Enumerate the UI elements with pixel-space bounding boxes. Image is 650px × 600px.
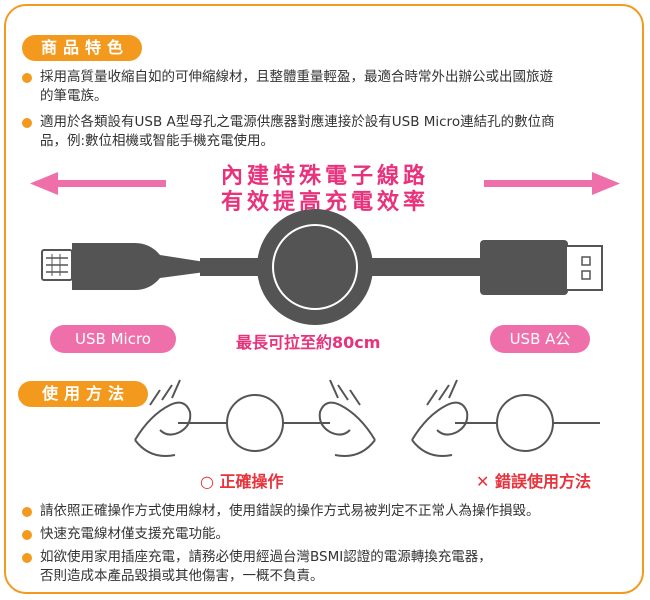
headline-line1: 內建特殊電子線路: [220, 164, 429, 189]
usage-note-text: 快速充電線材僅支援充電功能。: [40, 526, 229, 542]
max-length-label: 最長可拉至約80cm: [236, 333, 381, 352]
feature-text-line1: 適用於各類設有USB A型母孔之電源供應器對應連接於設有USB Micro連結孔…: [40, 114, 555, 130]
usage-note-item: 快速充電線材僅支援充電功能。: [22, 525, 642, 544]
correct-usage-label: ○ 正確操作: [200, 468, 284, 492]
micro-usb-connector: [41, 243, 205, 290]
usb-micro-label: USB Micro: [50, 325, 176, 353]
bullet-dot-icon: [22, 118, 32, 128]
usage-note-text: 請依照正確操作方式使用線材，使用錯誤的操作方式易被判定不正常人為操作損毀。: [40, 503, 540, 519]
bullet-dot-icon: [22, 507, 32, 517]
feature-text-line2: 的筆電族。: [40, 88, 108, 104]
bullet-dot-icon: [22, 73, 32, 83]
usage-note-item: 如欲使用家用插座充電，請務必使用經過台灣BSMI認證的電源轉換充電器， 否則造成…: [22, 548, 642, 586]
feature-item: 適用於各類設有USB A型母孔之電源供應器對應連接於設有USB Micro連結孔…: [22, 113, 632, 151]
feature-item: 採用高質量收縮自如的可伸縮線材，且整體重量輕盈，最適合時常外出辦公或出國旅遊 的…: [22, 68, 632, 106]
left-arrow-icon: [30, 172, 166, 195]
wrong-label-text: 錯誤使用方法: [494, 472, 591, 491]
usage-notes-list: 請依照正確操作方式使用線材，使用錯誤的操作方式易被判定不正常人為操作損毀。 快速…: [22, 502, 642, 593]
cable-reel: [257, 209, 373, 325]
cable-left: [200, 258, 270, 276]
wrong-usage-label: ✕ 錯誤使用方法: [476, 468, 591, 492]
bullet-dot-icon: [22, 530, 32, 540]
usb-a-label: USB A公: [490, 325, 590, 353]
right-arrow-icon: [484, 172, 620, 195]
usage-note-item: 請依照正確操作方式使用線材，使用錯誤的操作方式易被判定不正常人為操作損毀。: [22, 502, 642, 521]
usage-note-text-line1: 如欲使用家用插座充電，請務必使用經過台灣BSMI認證的電源轉換充電器，: [40, 549, 492, 565]
features-list: 採用高質量收縮自如的可伸縮線材，且整體重量輕盈，最適合時常外出辦公或出國旅遊 的…: [22, 68, 632, 158]
correct-usage-illustration: [134, 379, 376, 457]
wrong-usage-illustration: [411, 379, 600, 457]
usb-a-connector: [480, 240, 603, 295]
correct-mark-icon: ○: [200, 472, 214, 491]
cable-right: [365, 258, 490, 276]
usage-section-title: 使用方法: [18, 381, 148, 407]
wrong-mark-icon: ✕: [476, 472, 490, 491]
features-section-title: 商品特色: [22, 35, 142, 61]
feature-text-line2: 品，例:數位相機或智能手機充電使用。: [40, 133, 275, 149]
page-frame: [4, 4, 644, 594]
correct-label-text: 正確操作: [219, 472, 284, 491]
feature-text-line1: 採用高質量收縮自如的可伸縮線材，且整體重量輕盈，最適合時常外出辦公或出國旅遊: [40, 69, 553, 85]
bullet-dot-icon: [22, 553, 32, 563]
usage-note-text-line2: 否則造成本產品毀損或其他傷害，一概不負責。: [40, 568, 324, 584]
